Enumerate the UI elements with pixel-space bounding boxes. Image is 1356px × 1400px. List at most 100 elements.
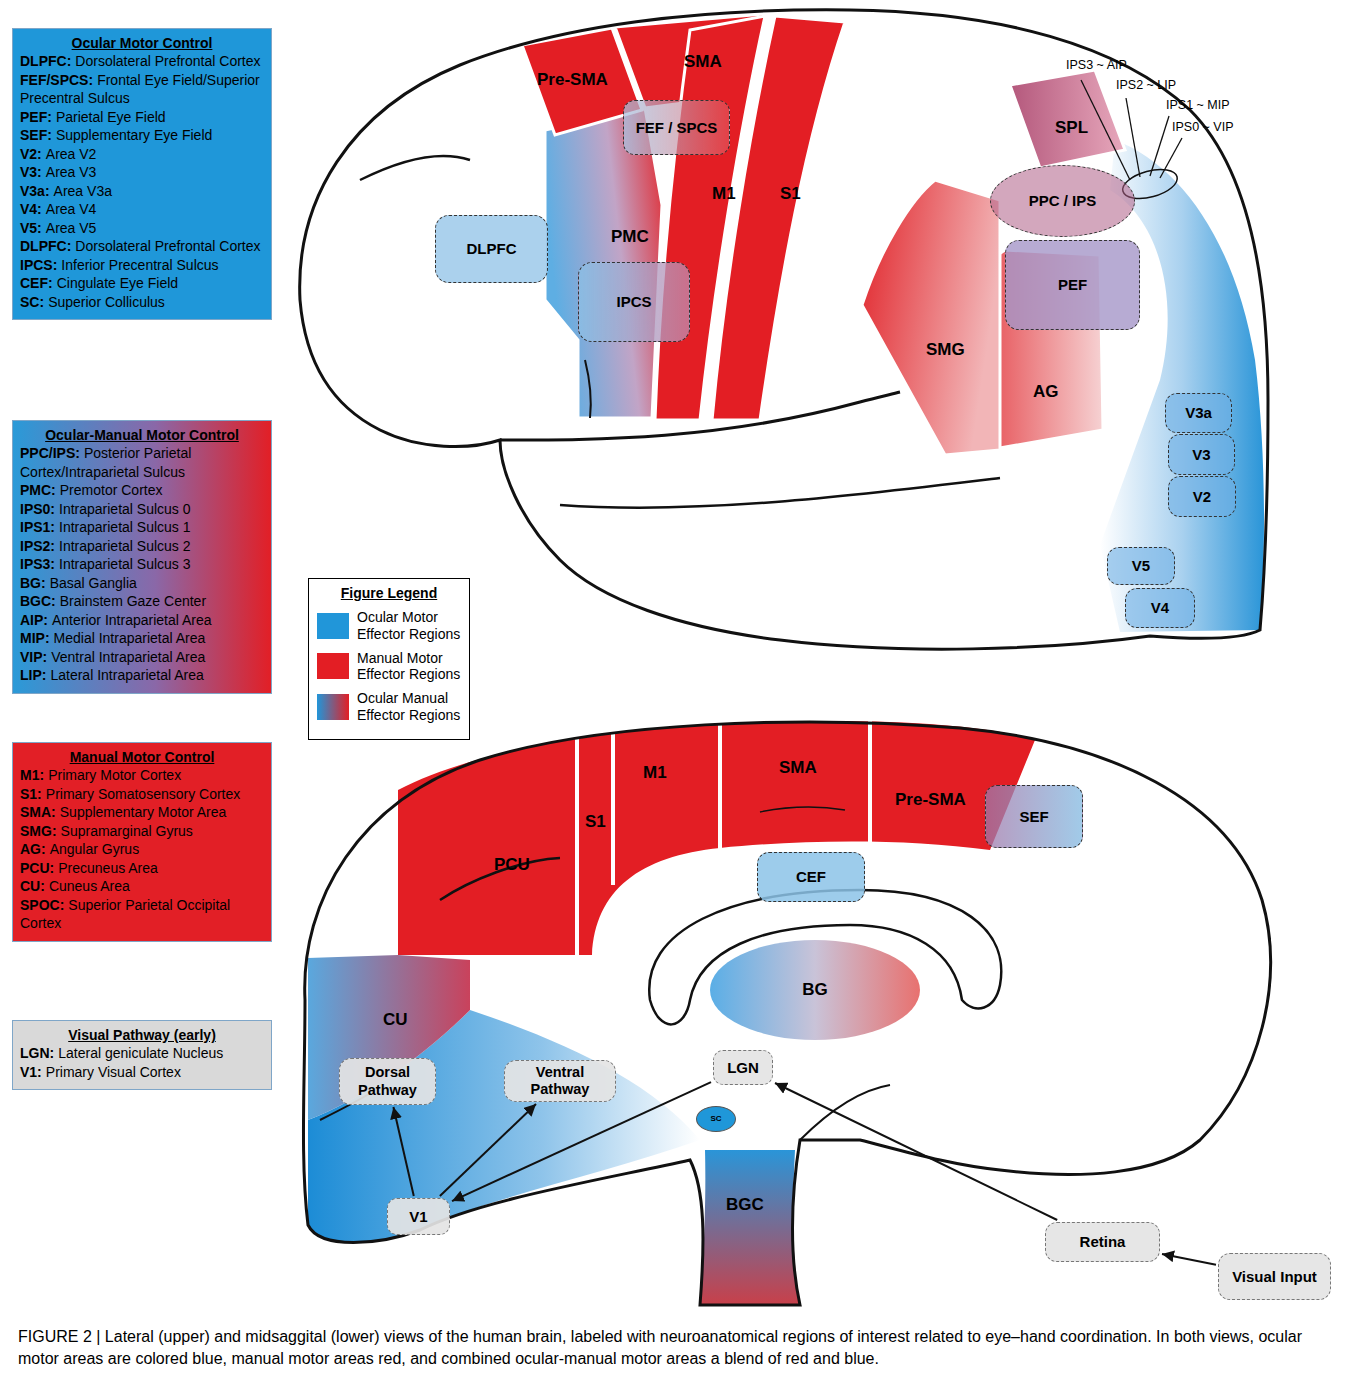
abbreviation: FEF/SPCS: [20, 72, 93, 88]
region-box: PEF [1005, 240, 1140, 330]
abbreviation: SMG: [20, 823, 57, 839]
spl-region [1010, 70, 1125, 168]
abbreviation: MIP: [20, 630, 50, 646]
abbreviation: IPS2: [20, 538, 55, 554]
legend-text: Ocular Motor Effector Regions [357, 609, 461, 643]
pathway-arrow [393, 1107, 413, 1196]
abbreviation: V2: [20, 146, 42, 162]
panel-heading: Visual Pathway (early) [20, 1026, 264, 1044]
key-entry: CEF:Cingulate Eye Field [20, 274, 264, 292]
definition: Intraparietal Sulcus 2 [59, 538, 191, 554]
definition: Ventral Intraparietal Area [51, 649, 205, 665]
key-entry: M1:Primary Motor Cortex [20, 766, 264, 784]
definition: Supplementary Motor Area [60, 804, 227, 820]
region-box: V3a [1165, 393, 1232, 433]
cu-region [308, 955, 470, 1120]
region-name: Pre-SMA [895, 790, 966, 809]
region-box: IPCS [578, 262, 690, 342]
definition: Intraparietal Sulcus 1 [59, 519, 191, 535]
key-entry: IPS1:Intraparietal Sulcus 1 [20, 518, 264, 536]
region-name: SMA [779, 758, 817, 777]
region-name: DLPFC [467, 240, 517, 258]
lateral-brain-outline [300, 10, 1268, 649]
key-entry: AG:Angular Gyrus [20, 840, 264, 858]
abbreviation: SPOC: [20, 897, 64, 913]
abbreviation: V5: [20, 220, 42, 236]
abbreviation: PMC: [20, 482, 56, 498]
pathway-arrow [1162, 1254, 1216, 1265]
definition: Superior Colliculus [48, 294, 165, 310]
area-label: IPS2 ~ LIP [1116, 78, 1176, 92]
definition: Medial Intraparietal Area [54, 630, 206, 646]
abbreviation: PEF: [20, 109, 52, 125]
key-entry: DLPFC:Dorsolateral Prefrontal Cortex [20, 52, 264, 70]
region-name: V3 [1192, 446, 1210, 464]
region-box: V4 [1125, 588, 1195, 628]
region-box: Ventral Pathway [504, 1060, 616, 1102]
definition: Lateral geniculate Nucleus [58, 1045, 223, 1061]
area-label: IPS3 ~ AIP [1066, 58, 1127, 72]
region-name: CU [383, 1010, 408, 1029]
region-label: S1 [581, 810, 610, 834]
region-box: V1 [387, 1198, 450, 1235]
region-name: V1 [409, 1208, 427, 1226]
region-label: AG [1029, 380, 1063, 404]
definition: Supplementary Eye Field [56, 127, 212, 143]
legend-text: Ocular Manual Effector Regions [357, 690, 461, 724]
region-name: SC [710, 1114, 721, 1124]
definition: Area V4 [46, 201, 97, 217]
definition: Primary Somatosensory Cortex [46, 786, 241, 802]
abbreviation: SC: [20, 294, 44, 310]
key-entry: IPCS:Inferior Precentral Sulcus [20, 256, 264, 274]
key-entry: PMC:Premotor Cortex [20, 481, 264, 499]
abbreviation: V3a: [20, 183, 50, 199]
key-entry: BG:Basal Ganglia [20, 574, 264, 592]
key-panel: Ocular-Manual Motor ControlPPC/IPS:Poste… [12, 420, 272, 694]
region-name: CEF [796, 868, 826, 886]
definition: Inferior Precentral Sulcus [61, 257, 218, 273]
key-entry: IPS2:Intraparietal Sulcus 2 [20, 537, 264, 555]
region-name: V5 [1132, 557, 1150, 575]
key-entry: SC:Superior Colliculus [20, 293, 264, 311]
region-name: AG [1033, 382, 1059, 401]
region-box: SEF [985, 785, 1083, 848]
region-name: Dorsal Pathway [344, 1064, 431, 1099]
definition: Area V3a [54, 183, 112, 199]
region-label: Pre-SMA [891, 788, 970, 812]
definition: Supramarginal Gyrus [61, 823, 193, 839]
region-name: M1 [643, 763, 667, 782]
key-entry: V2:Area V2 [20, 145, 264, 163]
definition: Cingulate Eye Field [57, 275, 178, 291]
key-entry: VIP:Ventral Intraparietal Area [20, 648, 264, 666]
area-label: IPS0 ~ VIP [1172, 120, 1234, 134]
midsagittal-outline [303, 722, 1270, 1305]
abbreviation: LGN: [20, 1045, 54, 1061]
region-name: SMG [926, 340, 965, 359]
key-entry: V3:Area V3 [20, 163, 264, 181]
key-entry: AIP:Anterior Intraparietal Area [20, 611, 264, 629]
definition: Parietal Eye Field [56, 109, 166, 125]
definition: Anterior Intraparietal Area [52, 612, 212, 628]
key-entry: FEF/SPCS:Frontal Eye Field/Superior Prec… [20, 71, 264, 108]
abbreviation: SMA: [20, 804, 56, 820]
key-entry: SEF:Supplementary Eye Field [20, 126, 264, 144]
key-entry: SMA:Supplementary Motor Area [20, 803, 264, 821]
region-divider [611, 722, 615, 885]
region-divider [718, 720, 722, 850]
region-name: SPL [1055, 118, 1088, 137]
abbreviation: IPS3: [20, 556, 55, 572]
region-name: FEF / SPCS [636, 119, 718, 137]
region-label: M1 [639, 761, 671, 785]
region-box: V3 [1168, 434, 1235, 475]
region-box: Retina [1045, 1222, 1160, 1262]
abbreviation: V4: [20, 201, 42, 217]
region-box: Dorsal Pathway [339, 1058, 436, 1105]
sylvian-fissure [500, 392, 900, 440]
region-box: PPC / IPS [990, 165, 1135, 237]
definition: Angular Gyrus [50, 841, 139, 857]
bgc-region [700, 1150, 800, 1305]
abbreviation: IPCS: [20, 257, 57, 273]
key-entry: IPS3:Intraparietal Sulcus 3 [20, 555, 264, 573]
definition: Intraparietal Sulcus 3 [59, 556, 191, 572]
